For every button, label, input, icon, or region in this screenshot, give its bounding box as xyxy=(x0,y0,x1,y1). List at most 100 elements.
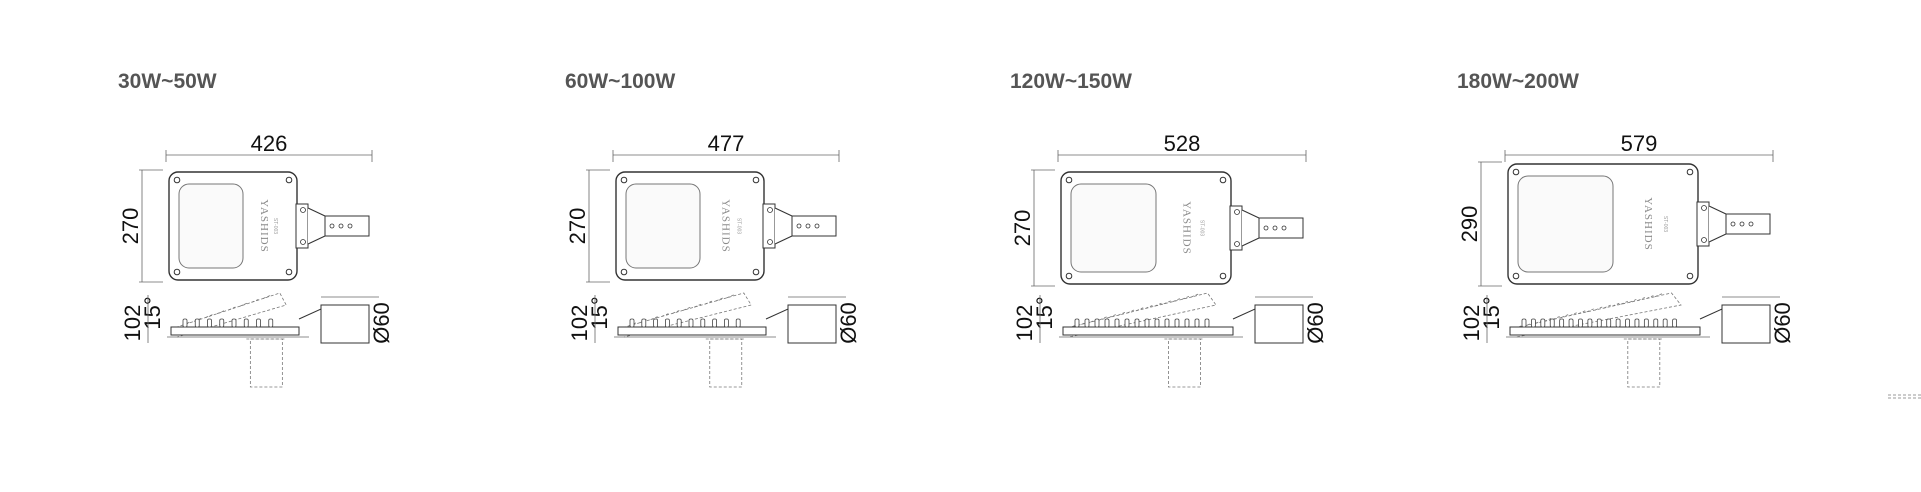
tilted-fin xyxy=(251,299,259,303)
pole-adapter xyxy=(324,215,370,237)
bolt-icon xyxy=(1701,205,1707,211)
brand-text: YASHIDS xyxy=(1180,201,1192,254)
bolt-icon xyxy=(1739,221,1745,227)
bolt-icon xyxy=(1748,221,1754,227)
heat-fin xyxy=(723,318,729,328)
model-text: ST-003 xyxy=(272,218,278,234)
bolt-icon xyxy=(1263,225,1269,231)
tilt-angle-label: 15° xyxy=(1032,296,1057,329)
bolt-icon xyxy=(767,207,773,213)
side-arm xyxy=(1699,308,1723,339)
tilted-fin xyxy=(262,295,271,299)
heat-fin xyxy=(1653,318,1659,328)
heat-fin xyxy=(1549,318,1555,328)
tilted-fin xyxy=(1117,311,1126,316)
tilted-fin xyxy=(1629,299,1637,303)
heat-fin xyxy=(219,318,225,328)
panel-title: 60W~100W xyxy=(565,70,676,93)
tilted-outline xyxy=(1509,292,1682,338)
height-dimension-label: 270 xyxy=(118,208,143,245)
heat-fin xyxy=(1625,318,1630,328)
side-arm xyxy=(298,308,322,339)
heat-fin xyxy=(1587,318,1593,328)
lens-window xyxy=(178,183,244,269)
pipe-housing xyxy=(787,304,837,344)
tilt-angle-label: 15° xyxy=(140,296,165,329)
tilted-fin xyxy=(1136,307,1144,312)
screw-icon xyxy=(173,268,181,276)
width-dimension-label: 426 xyxy=(251,131,288,156)
pipe-diameter-label: Ø60 xyxy=(836,302,861,344)
screw-icon xyxy=(1512,168,1520,176)
heat-fin xyxy=(629,318,635,328)
tilted-fin xyxy=(1099,316,1107,321)
heat-fin xyxy=(1568,318,1574,328)
heat-fin xyxy=(268,318,274,328)
partial-drawing-fragment xyxy=(1888,394,1921,399)
bolt-icon xyxy=(796,223,802,229)
heat-fin xyxy=(194,318,200,328)
heat-fin xyxy=(1114,318,1120,328)
heat-fin xyxy=(1615,318,1621,328)
heat-fin xyxy=(688,318,694,328)
heat-fin xyxy=(256,318,261,328)
tilted-fin xyxy=(205,314,213,318)
screw-icon xyxy=(285,176,293,184)
heat-fin xyxy=(1144,318,1150,328)
mount-clamp xyxy=(1241,209,1260,247)
lens-window xyxy=(625,183,701,269)
pole-adapter xyxy=(1258,217,1304,239)
heat-fin xyxy=(1124,318,1130,328)
brand-text: YASHIDS xyxy=(1642,197,1654,250)
pipe-housing xyxy=(1721,304,1771,344)
tilted-fin xyxy=(228,306,236,311)
bolt-icon xyxy=(1272,225,1278,231)
heat-fin xyxy=(1084,318,1090,328)
pole-adapter xyxy=(791,215,837,237)
screw-icon xyxy=(1065,176,1073,184)
heat-fin xyxy=(1104,318,1110,328)
pipe-housing xyxy=(1254,304,1304,344)
pole-adapter xyxy=(1725,213,1771,235)
heat-fin xyxy=(1154,318,1160,328)
tilt-angle-label: 15° xyxy=(587,296,612,329)
screw-icon xyxy=(1686,168,1694,176)
tilted-fin xyxy=(1578,310,1586,315)
tilted-outline xyxy=(1062,292,1217,338)
screw-icon xyxy=(620,176,628,184)
tilted-fin xyxy=(1603,304,1611,309)
tilted-fin xyxy=(715,297,723,302)
heat-fin xyxy=(653,318,658,328)
tilted-fin xyxy=(1108,314,1116,318)
screw-icon xyxy=(1686,272,1694,280)
bolt-icon xyxy=(814,223,820,229)
bolt-icon xyxy=(1234,209,1240,215)
tilted-fin xyxy=(216,310,225,315)
tilted-fin xyxy=(1569,312,1577,317)
screw-icon xyxy=(1065,272,1073,280)
lens-window xyxy=(1070,183,1157,273)
tilted-fin xyxy=(1145,305,1153,309)
bolt-icon xyxy=(1701,237,1707,243)
side-body xyxy=(170,326,300,336)
bolt-icon xyxy=(1281,225,1287,231)
screw-icon xyxy=(1512,272,1520,280)
heat-fin xyxy=(1531,318,1536,328)
tilted-fin xyxy=(1586,308,1594,313)
pipe-diameter-label: Ø60 xyxy=(369,302,394,344)
mount-clamp xyxy=(307,207,326,245)
model-text: ST-003 xyxy=(1662,216,1668,232)
bolt-icon xyxy=(300,239,306,245)
heat-fin xyxy=(1634,318,1640,328)
tilted-fin xyxy=(1126,309,1135,314)
tilted-fin xyxy=(1560,314,1569,318)
screw-icon xyxy=(1219,272,1227,280)
tilt-angle-label: 15° xyxy=(1479,296,1504,329)
tilted-fin xyxy=(650,316,658,321)
height-dimension-label: 290 xyxy=(1457,206,1482,243)
